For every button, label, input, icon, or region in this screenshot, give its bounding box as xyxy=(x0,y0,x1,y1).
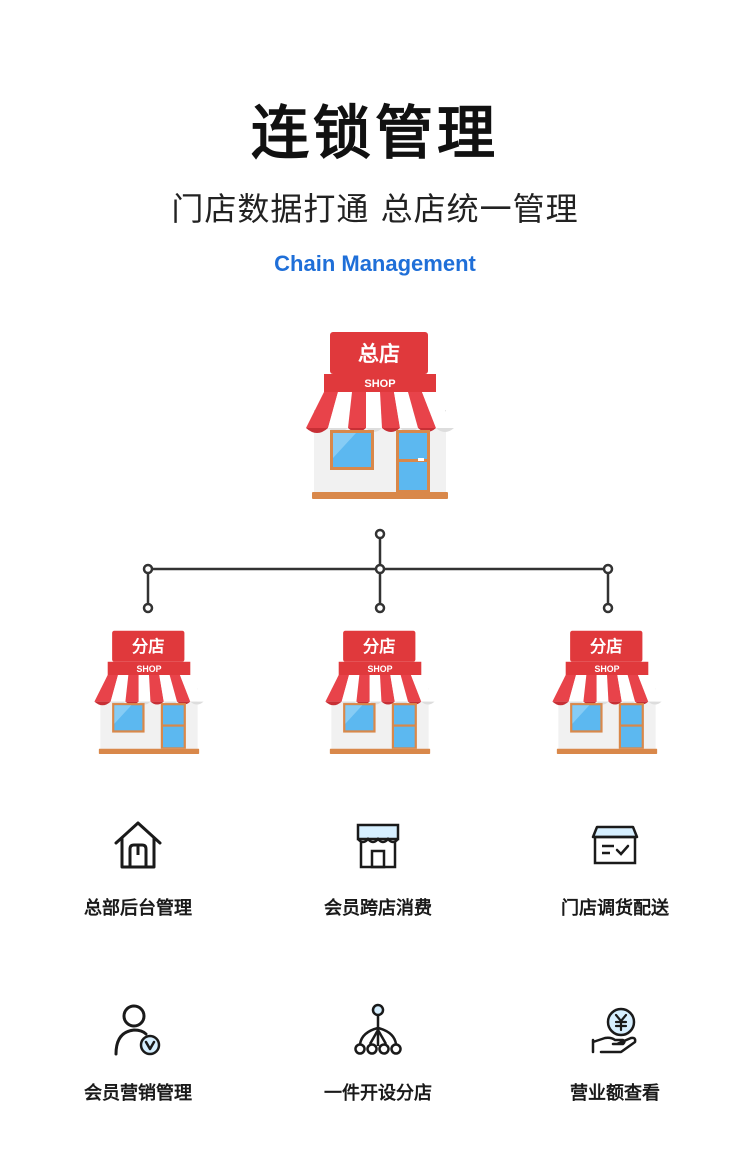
revenue-hand-icon xyxy=(591,1007,637,1054)
store-connector-lines xyxy=(142,528,614,614)
branch-store-2-sign: 分店 xyxy=(363,637,395,656)
page-title: 连锁管理 xyxy=(250,99,499,167)
feature-revenue: 营业额查看 xyxy=(515,1000,715,1106)
feature-cross-store: 会员跨店消费 xyxy=(278,815,478,921)
feature-label-open-branch: 一件开设分店 xyxy=(324,1083,432,1104)
feature-label-revenue: 营业额查看 xyxy=(570,1083,660,1104)
branch-store-3-badge: SHOP xyxy=(594,664,619,674)
branch-store-1: 分店 SHOP xyxy=(90,628,208,756)
main-store-badge: SHOP xyxy=(364,378,395,390)
feature-label-member-marketing: 会员营销管理 xyxy=(84,1083,192,1104)
branch-store-2: 分店 SHOP xyxy=(321,628,439,756)
main-store-sign: 总店 xyxy=(358,342,400,366)
feature-open-branch: 一件开设分店 xyxy=(278,1000,478,1106)
main-store-illustration: 总店 SHOP xyxy=(306,332,454,499)
home-icon xyxy=(114,821,162,869)
english-title: Chain Management xyxy=(274,251,476,276)
page-subtitle: 门店数据打通 总店统一管理 xyxy=(171,190,579,228)
feature-label-stock-transfer: 门店调货配送 xyxy=(561,898,669,919)
feature-hq-backend: 总部后台管理 xyxy=(38,815,238,921)
branch-store-1-sign: 分店 xyxy=(132,637,164,656)
main-store: 总店 SHOP xyxy=(300,330,460,500)
feature-member-marketing: 会员营销管理 xyxy=(38,1000,238,1106)
branch-store-3-sign: 分店 xyxy=(590,637,622,656)
member-vip-icon xyxy=(114,1004,161,1056)
feature-label-cross-store: 会员跨店消费 xyxy=(324,898,432,919)
feature-stock-transfer: 门店调货配送 xyxy=(515,815,715,921)
branch-store-3: 分店 SHOP xyxy=(548,628,666,756)
branch-store-1-badge: SHOP xyxy=(136,664,161,674)
feature-label-hq-backend: 总部后台管理 xyxy=(84,898,192,919)
delivery-box-icon xyxy=(591,825,639,865)
storefront-icon xyxy=(356,823,400,869)
branch-store-2-badge: SHOP xyxy=(367,664,392,674)
branch-tree-icon xyxy=(354,1003,402,1055)
